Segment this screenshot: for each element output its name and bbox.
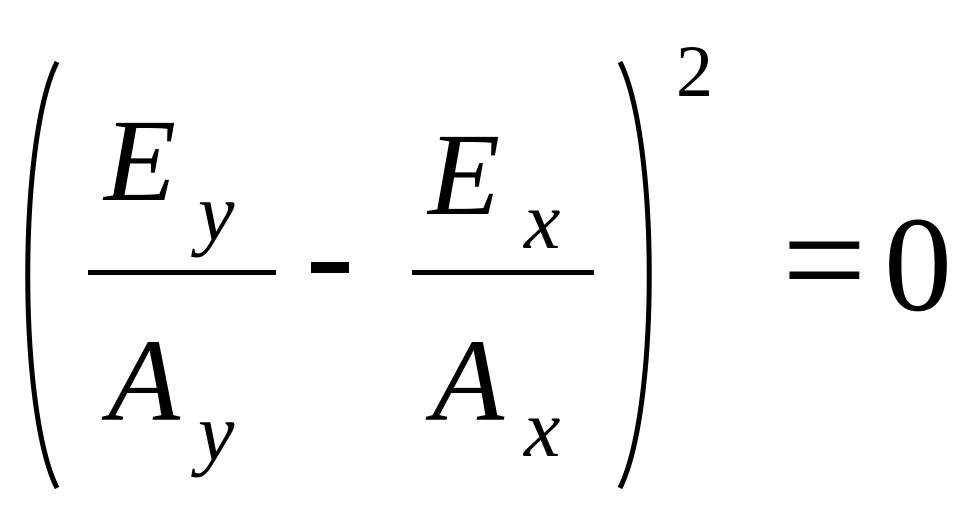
- exponent: 2: [676, 31, 713, 113]
- numerator-2-subscript: x: [523, 175, 560, 266]
- denominator-2-subscript: x: [523, 383, 560, 474]
- numerator-1-symbol: E: [102, 95, 176, 226]
- left-parenthesis: [25, 60, 60, 490]
- fraction-bar-2: [412, 270, 594, 275]
- right-parenthesis: [617, 60, 652, 490]
- denominator-1-subscript: y: [191, 387, 235, 478]
- rhs-value: 0: [884, 190, 952, 340]
- numerator-1-subscript: y: [191, 167, 235, 258]
- denominator-1-symbol: A: [101, 315, 181, 446]
- numerator-2-symbol: E: [426, 109, 500, 240]
- minus-sign: [311, 262, 349, 273]
- denominator-2-symbol: A: [425, 315, 505, 446]
- operator-text: -: [330, 285, 331, 287]
- equals-sign: =: [782, 177, 867, 343]
- fraction-bar-1: [88, 270, 276, 275]
